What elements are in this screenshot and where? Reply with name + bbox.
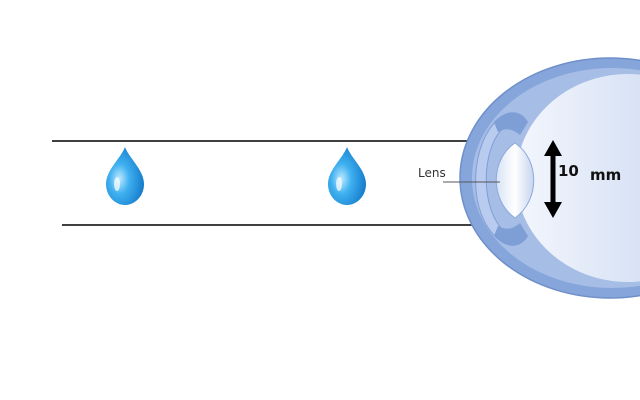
water-drop-icon [106,147,144,205]
double-arrow-icon [544,140,562,218]
lens-label: Lens [418,166,446,180]
measurement-unit: mm [590,166,621,184]
eye-cross-section [459,57,640,299]
water-drop-icon [328,147,366,205]
lens [495,142,535,219]
measurement-value: 10 [558,162,579,180]
